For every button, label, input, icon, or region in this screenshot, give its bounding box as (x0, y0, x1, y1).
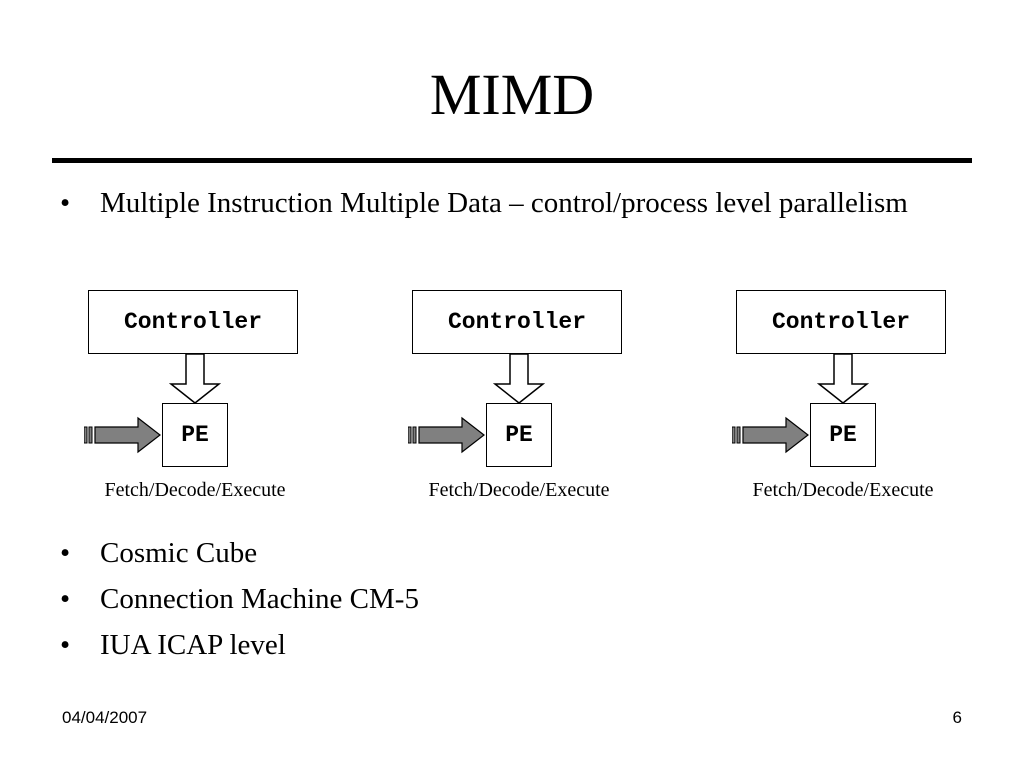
controller-box: Controller (88, 290, 298, 354)
bullet-text: Multiple Instruction Multiple Data – con… (100, 187, 908, 219)
footer-date: 04/04/2007 (62, 708, 148, 727)
page-number: 6 (952, 708, 962, 727)
bullet-item: • Cosmic Cube (56, 535, 936, 571)
slide-title: MIMD (429, 62, 595, 127)
pe-box: PE (162, 403, 228, 467)
controller-box: Controller (736, 290, 946, 354)
bullet-glyph: • (60, 537, 71, 569)
bullet-list-top: • Multiple Instruction Multiple Data – c… (56, 185, 936, 221)
controller-box: Controller (412, 290, 622, 354)
processing-unit-2: Controller PE Fetch/Decode/Execute (392, 280, 622, 510)
bullet-item: • IUA ICAP level (56, 627, 936, 663)
title-divider (52, 158, 972, 163)
bullet-text: Cosmic Cube (100, 537, 258, 569)
input-arrow-icon (84, 416, 161, 454)
bullet-text: Connection Machine CM-5 (100, 583, 419, 615)
bullet-glyph: • (60, 583, 71, 615)
pe-caption: Fetch/Decode/Execute (104, 479, 286, 501)
bullet-glyph: • (60, 629, 71, 661)
mimd-diagram: Controller PE Fetch/Decode/Execute Contr… (0, 280, 1024, 510)
processing-unit-1: Controller PE Fetch/Decode/Execute (68, 280, 298, 510)
down-arrow-icon (169, 354, 221, 404)
bullet-item: • Multiple Instruction Multiple Data – c… (56, 185, 936, 221)
down-arrow-icon (493, 354, 545, 404)
pe-box: PE (486, 403, 552, 467)
pe-box: PE (810, 403, 876, 467)
down-arrow-icon (817, 354, 869, 404)
input-arrow-icon (408, 416, 485, 454)
processing-unit-3: Controller PE Fetch/Decode/Execute (716, 280, 946, 510)
pe-caption: Fetch/Decode/Execute (752, 479, 934, 501)
pe-caption: Fetch/Decode/Execute (428, 479, 610, 501)
bullet-list-bottom: • Cosmic Cube • Connection Machine CM-5 … (56, 535, 936, 673)
bullet-glyph: • (60, 187, 71, 219)
bullet-text: IUA ICAP level (100, 629, 286, 661)
input-arrow-icon (732, 416, 809, 454)
bullet-item: • Connection Machine CM-5 (56, 581, 936, 617)
